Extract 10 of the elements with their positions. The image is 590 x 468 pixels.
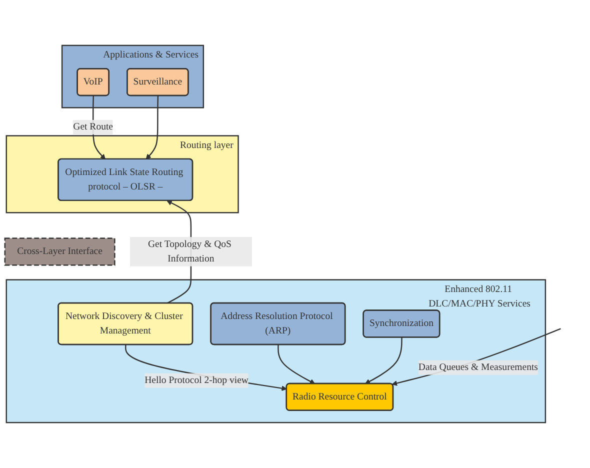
arrow xyxy=(392,328,561,386)
edge-label: Hello Protocol 2-hop view xyxy=(144,375,248,386)
edge-label: Get Route xyxy=(73,122,114,132)
arrow xyxy=(364,337,402,384)
arrow xyxy=(125,344,287,391)
arrow xyxy=(146,96,159,160)
arrow xyxy=(278,344,316,384)
edge-label: Get Topology & QoS Information xyxy=(148,238,232,264)
node-box: Cross-Layer Interface xyxy=(4,238,116,266)
edge-label: Data Queues & Measurements xyxy=(418,362,538,372)
